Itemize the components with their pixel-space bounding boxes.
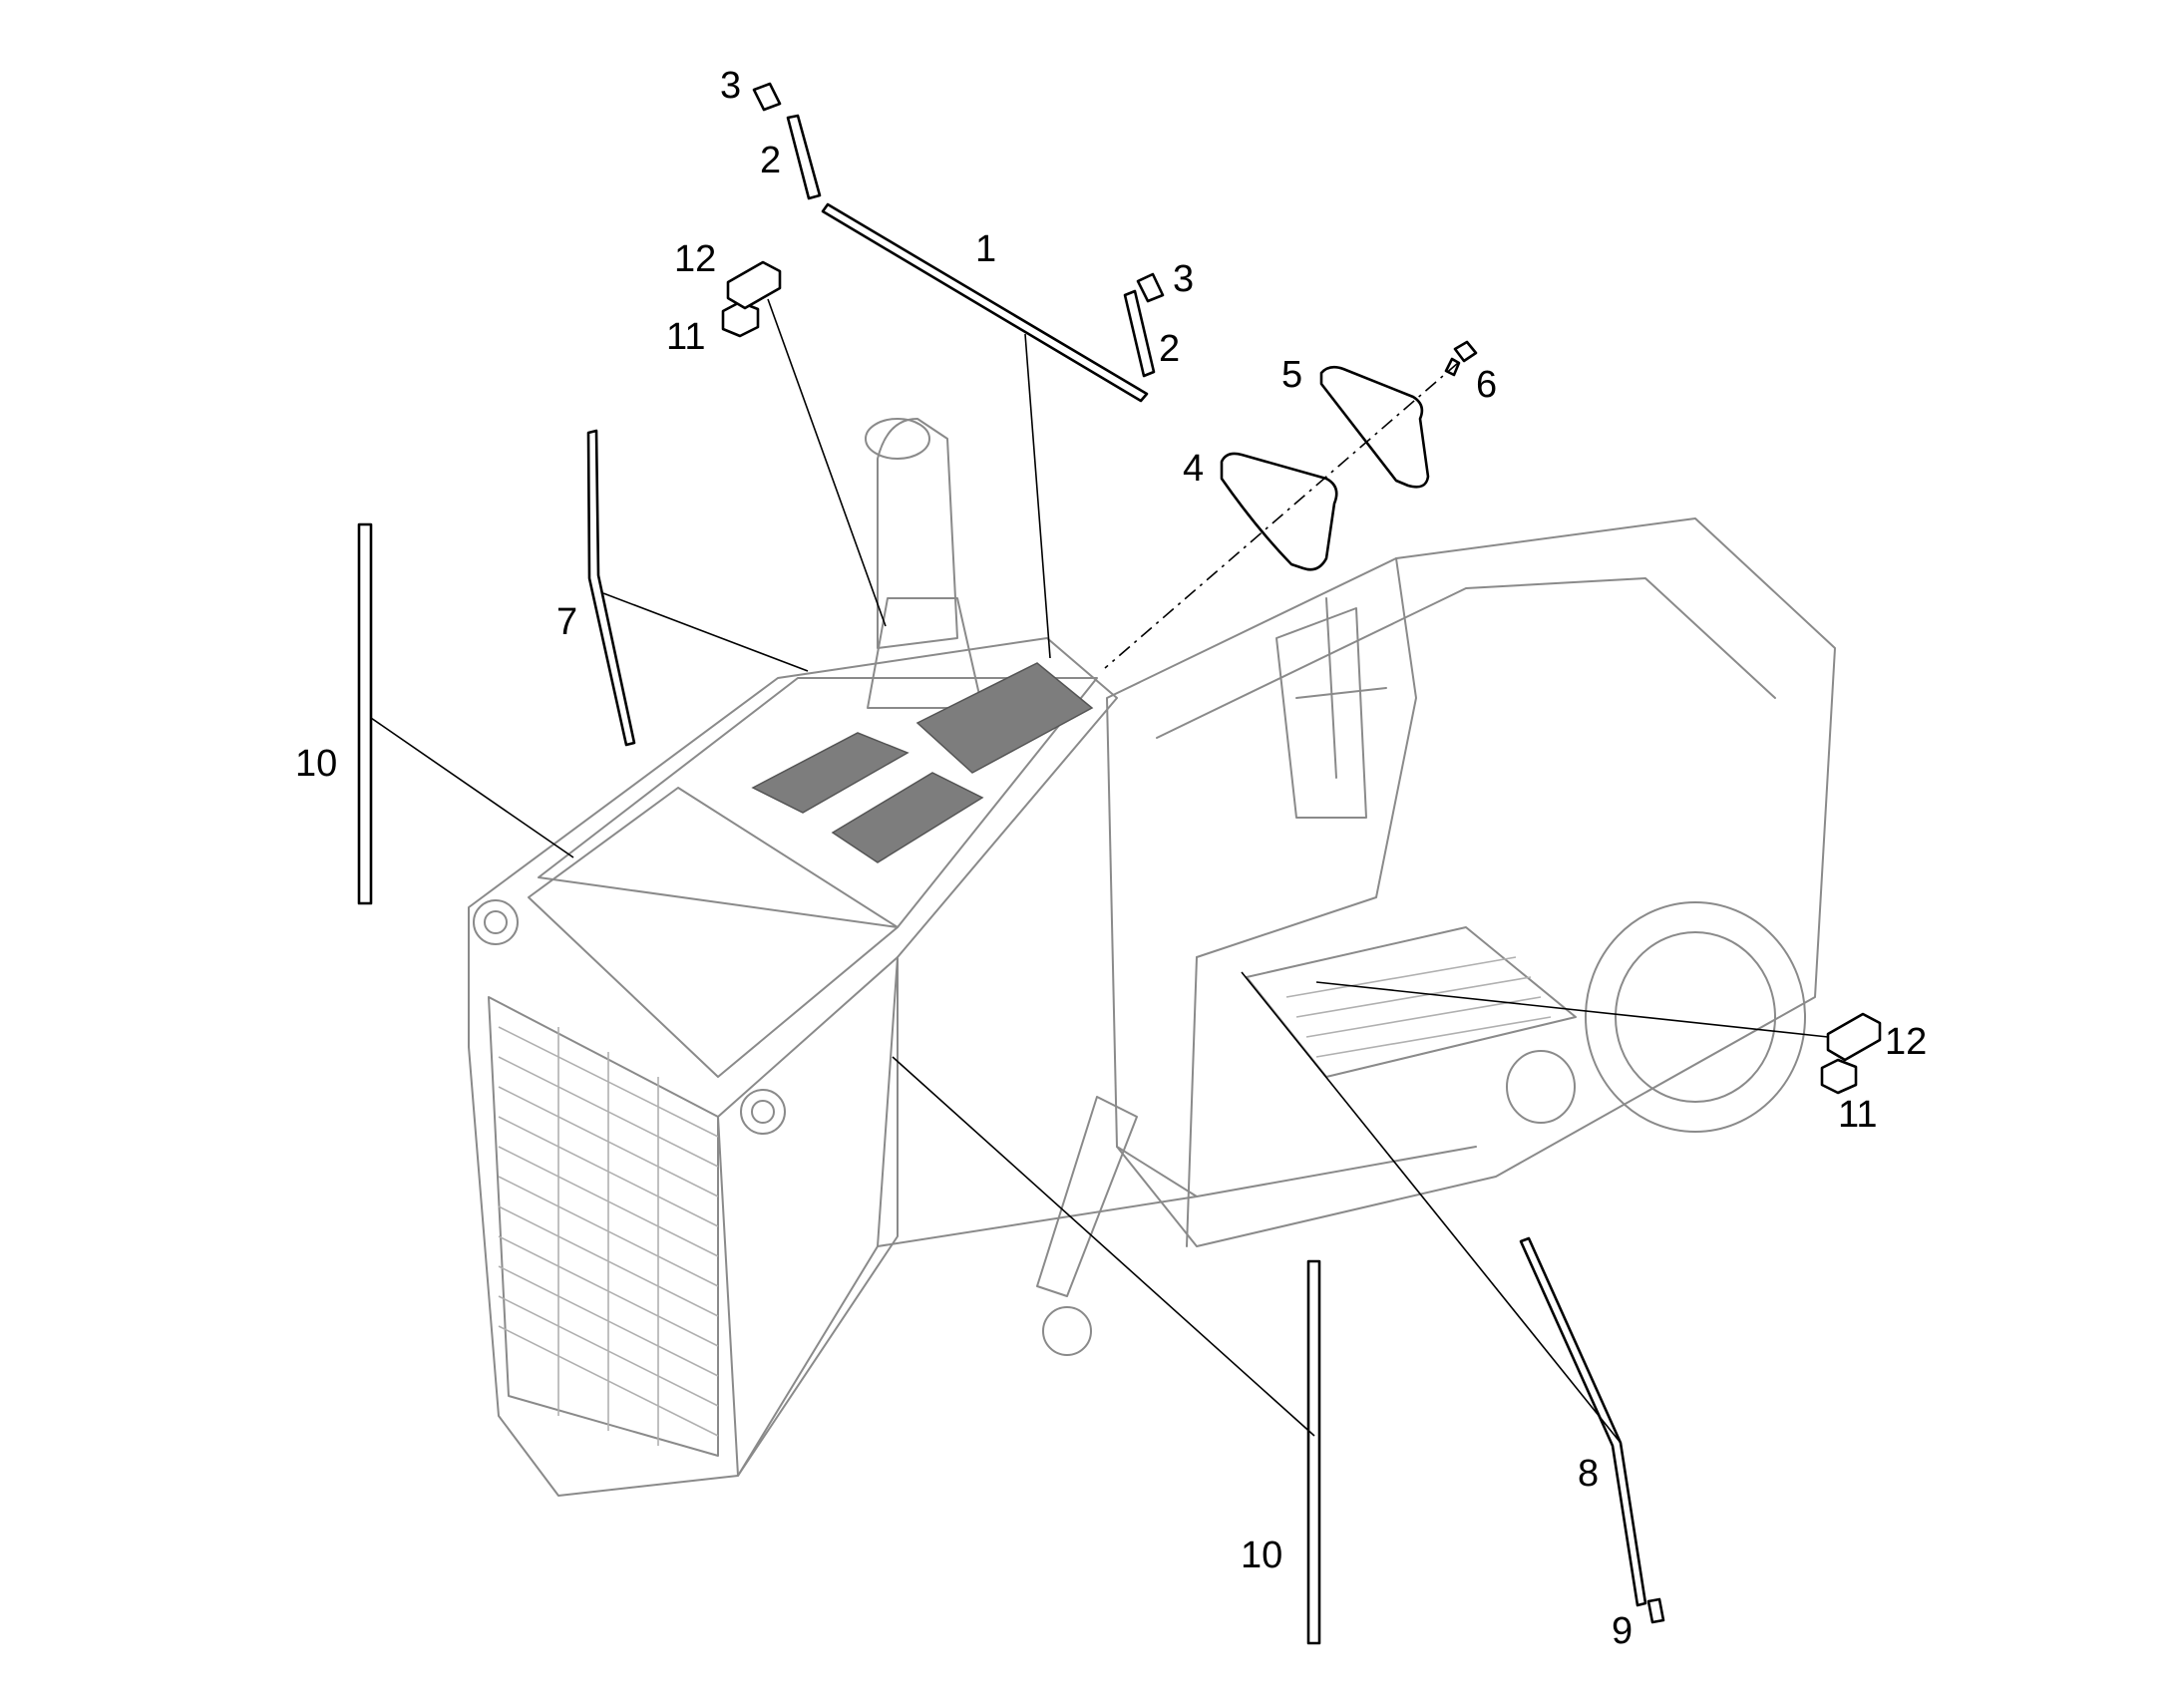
callout-2-right: 2 (1159, 328, 1180, 370)
part-3-clip-right (1136, 272, 1165, 303)
part-8-strip (1519, 1236, 1647, 1607)
part-10-strip-bottom (1306, 1259, 1321, 1645)
part-4-gasket (1220, 452, 1338, 571)
part-7-strip (586, 429, 636, 747)
callout-2-left: 2 (760, 140, 781, 181)
callout-7: 7 (556, 601, 577, 643)
callout-5: 5 (1281, 354, 1302, 396)
parts (357, 82, 1882, 1645)
callout-labels: 1 2 2 3 3 4 5 6 7 8 9 10 10 11 11 12 12 (295, 65, 1927, 1652)
callout-10-left: 10 (295, 743, 337, 785)
part-11-block-right (1820, 1058, 1858, 1095)
part-12-block-top (726, 260, 782, 310)
part-10-strip-left (357, 522, 373, 905)
callout-4: 4 (1183, 448, 1204, 490)
callout-11-right: 11 (1838, 1094, 1877, 1136)
part-6-screw (1453, 340, 1478, 363)
hood-insulation-pads (751, 662, 1094, 863)
part-2-strip-left (786, 114, 822, 200)
callout-12-top: 12 (674, 238, 716, 280)
callout-6: 6 (1476, 364, 1497, 406)
part-12-block-right (1826, 1012, 1882, 1062)
part-5-gasket (1319, 365, 1430, 489)
callout-3-left: 3 (720, 65, 741, 107)
leader-lines (370, 298, 1829, 1444)
callout-1: 1 (975, 228, 996, 270)
callout-12-right: 12 (1885, 1021, 1927, 1063)
callout-8: 8 (1578, 1453, 1599, 1495)
callout-3-right: 3 (1173, 258, 1194, 300)
callout-9: 9 (1612, 1610, 1633, 1652)
callout-10-bottom: 10 (1241, 1535, 1282, 1576)
callout-11-top: 11 (666, 316, 705, 358)
part-1-strip (821, 202, 1149, 403)
part-11-block-top (721, 300, 760, 338)
machine-frame (468, 418, 1836, 1497)
part-3-clip-left (752, 82, 782, 112)
part-9-clip (1646, 1597, 1665, 1624)
part-2-strip-right (1123, 289, 1156, 378)
